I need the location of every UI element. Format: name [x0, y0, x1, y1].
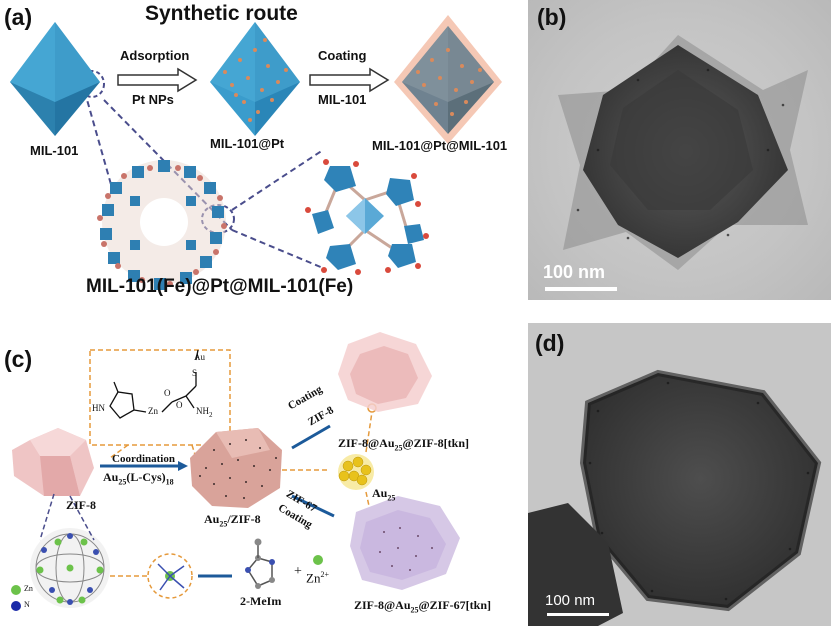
- ligand-s-label: S: [192, 368, 198, 378]
- step1-top-label: Adsorption: [120, 48, 190, 63]
- coating-arrow-zif67: [291, 494, 335, 518]
- panel-a-graphics: [10, 15, 502, 290]
- panel-c-graphics: [11, 332, 460, 611]
- zn-coordination-zoom: [147, 553, 193, 599]
- au25-zif8-crystal: [190, 428, 282, 508]
- zif8-au25-zif67-crystal: [350, 496, 460, 590]
- tem-image-b: [528, 0, 831, 300]
- step1-bottom-label: Pt NPs: [132, 92, 174, 107]
- panel-label-a: (a): [4, 4, 33, 30]
- panel-label-c: (c): [4, 346, 33, 372]
- mil101-octahedron: [10, 22, 100, 136]
- mil101-trimer-zoom: [305, 159, 429, 275]
- au25-lcys18-label: Au25(L-Cys)18: [103, 470, 174, 487]
- stage2-label: MIL-101@Pt: [210, 136, 285, 151]
- ligand-box: [89, 349, 231, 446]
- 2-meim-label: 2-MeIm: [240, 594, 282, 608]
- coordination-arrow: [100, 461, 188, 471]
- au25-label: Au25: [372, 486, 396, 503]
- 2-meim-molecule: [245, 538, 275, 589]
- arrow-adsorption: [117, 67, 198, 93]
- ligand-o1-label: O: [164, 388, 171, 398]
- synthetic-route-title: Synthetic route: [145, 2, 298, 25]
- zif8-crystal: [12, 428, 94, 496]
- mil101-cage-structure: [97, 160, 227, 290]
- zoom-circle-small: [79, 70, 105, 98]
- mil101-pt-octahedron: [210, 22, 300, 136]
- ligand-nh2-label: NH2: [196, 406, 213, 419]
- panel-label-b: (b): [537, 4, 567, 30]
- step2-top-label: Coating: [318, 48, 367, 63]
- scale-bar-b-label: 100 nm: [543, 262, 606, 282]
- plus-sign: +: [294, 564, 302, 579]
- legend-n-dot: [11, 601, 21, 611]
- zn-ion-sphere: [313, 555, 323, 565]
- coating-arrow-zif8: [291, 424, 331, 450]
- panel-a-caption: MIL-101(Fe)@Pt@MIL-101(Fe): [86, 276, 354, 297]
- step2-bottom-label: MIL-101: [318, 92, 367, 107]
- legend-zn-label: Zn: [24, 584, 33, 593]
- au25-zif8-label: Au25/ZIF-8: [204, 512, 261, 529]
- ligand-hn-label: HN: [92, 403, 105, 413]
- stage3-label: MIL-101@Pt@MIL-101: [372, 138, 508, 153]
- legend-n-label: N: [24, 600, 30, 609]
- ligand-au-label: Au: [194, 352, 205, 362]
- au25-cluster: [338, 454, 374, 490]
- product1-label: ZIF-8@Au25@ZIF-8[tkn]: [338, 436, 470, 453]
- product2-label: ZIF-8@Au25@ZIF-67[tkn]: [354, 598, 492, 615]
- scale-bar-b-line: [545, 287, 617, 291]
- scale-bar-d-line: [547, 613, 609, 616]
- zif8-framework-sphere: [30, 528, 110, 608]
- mil101-pt-mil101-octahedron: [394, 15, 502, 144]
- zn-node: [157, 563, 185, 591]
- coordination-label: Coordination: [112, 453, 175, 465]
- imidazole-ring: [109, 349, 199, 419]
- scale-bar-d-label: 100 nm: [545, 592, 596, 609]
- panel-label-d: (d): [535, 330, 565, 356]
- ligand-zn-label: Zn: [148, 406, 158, 416]
- zif8-label: ZIF-8: [66, 498, 96, 512]
- stage1-label: MIL-101: [30, 143, 79, 158]
- ligand-o2-label: O: [176, 400, 183, 410]
- zif8-au25-zif8-crystal: [338, 332, 432, 412]
- tem-image-d: [528, 323, 831, 626]
- zn-ion-label: Zn2+: [306, 570, 329, 586]
- arrow-coating: [309, 67, 390, 93]
- legend-zn-dot: [11, 585, 21, 595]
